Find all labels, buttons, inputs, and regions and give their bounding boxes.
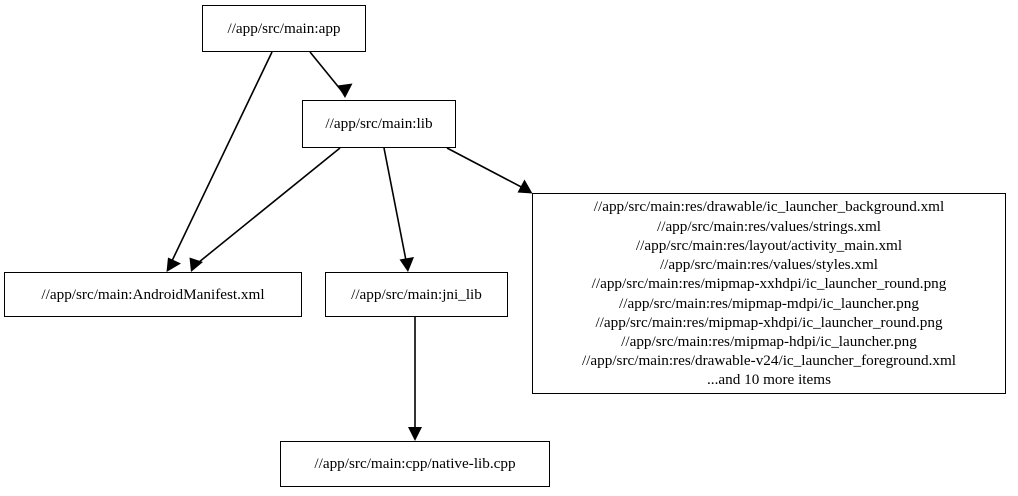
node-androidmanifest[interactable]: //app/src/main:AndroidManifest.xml <box>4 272 302 317</box>
edge-app-to-androidmanifest <box>166 51 273 272</box>
res-group-line: //app/src/main:res/drawable-v24/ic_launc… <box>581 352 957 370</box>
res-group-line: //app/src/main:res/layout/activity_main.… <box>635 236 903 254</box>
node-androidmanifest-label: //app/src/main:AndroidManifest.xml <box>41 285 265 303</box>
node-native-lib-cpp-label: //app/src/main:cpp/native-lib.cpp <box>314 455 516 473</box>
node-app[interactable]: //app/src/main:app <box>202 5 366 52</box>
res-group-line: //app/src/main:res/mipmap-hdpi/ic_launch… <box>621 332 917 350</box>
res-group-line: //app/src/main:res/values/strings.xml <box>657 217 881 235</box>
res-group-line: ...and 10 more items <box>706 371 831 389</box>
res-group-line: //app/src/main:res/values/styles.xml <box>659 256 879 274</box>
edge-lib-to-jni-lib <box>383 147 414 272</box>
res-group-line: //app/src/main:res/mipmap-xhdpi/ic_launc… <box>595 313 943 331</box>
edge-lib-to-res-group <box>446 147 533 194</box>
res-group-line: //app/src/main:res/mipmap-mdpi/ic_launch… <box>619 294 919 312</box>
edge-lib-to-androidmanifest <box>189 147 341 272</box>
edge-jni-lib-to-native-lib <box>408 317 422 441</box>
node-jni-lib[interactable]: //app/src/main:jni_lib <box>325 272 508 317</box>
node-jni-lib-label: //app/src/main:jni_lib <box>351 285 482 303</box>
node-res-group[interactable]: //app/src/main:res/drawable/ic_launcher_… <box>532 193 1006 394</box>
node-lib-label: //app/src/main:lib <box>325 115 433 133</box>
node-res-group-label: //app/src/main:res/drawable/ic_launcher_… <box>539 197 999 389</box>
res-group-line: //app/src/main:res/drawable/ic_launcher_… <box>593 198 945 216</box>
edge-app-to-lib <box>309 51 353 98</box>
res-group-line: //app/src/main:res/mipmap-xxhdpi/ic_laun… <box>591 275 947 293</box>
node-lib[interactable]: //app/src/main:lib <box>302 100 456 148</box>
node-native-lib-cpp[interactable]: //app/src/main:cpp/native-lib.cpp <box>280 441 550 487</box>
node-app-label: //app/src/main:app <box>227 19 341 37</box>
